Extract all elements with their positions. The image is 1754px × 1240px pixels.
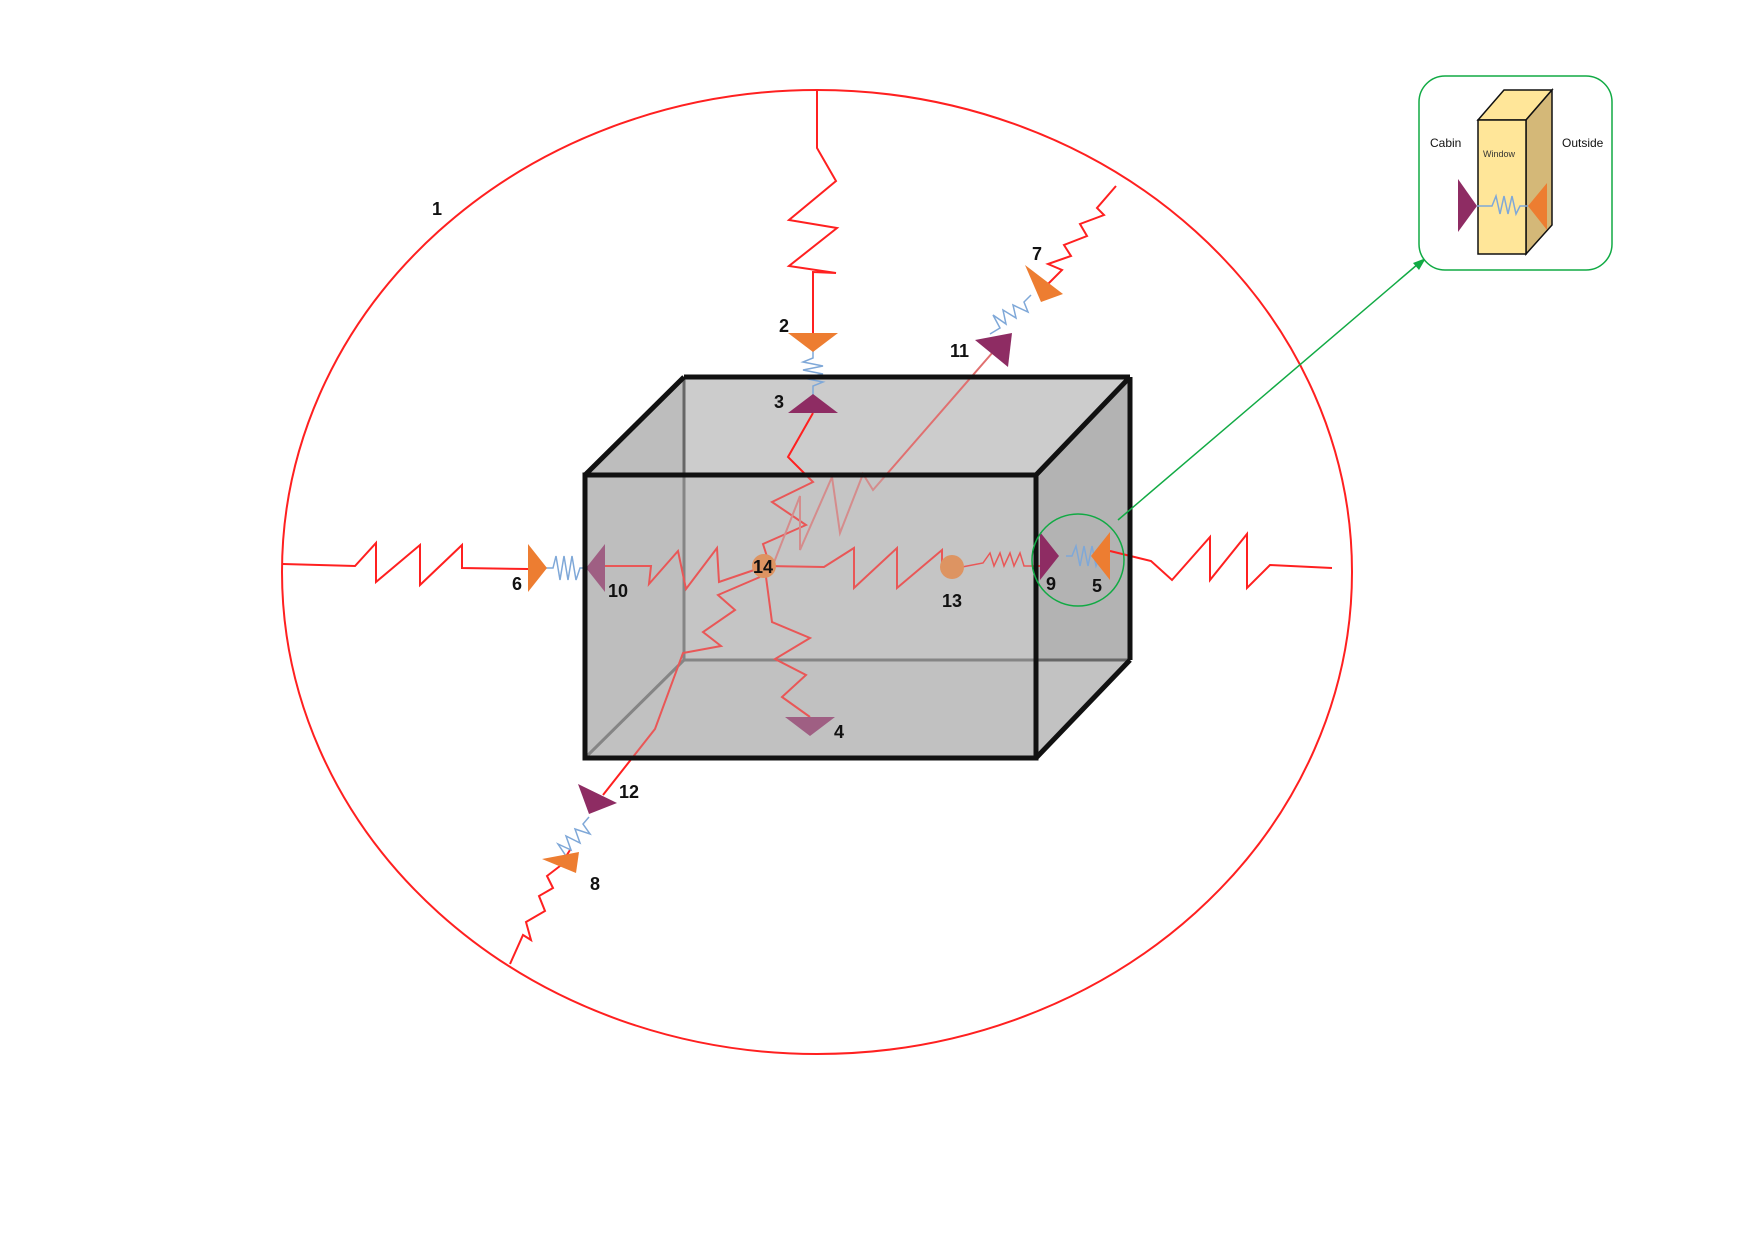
cabin-edge xyxy=(1034,375,1132,477)
label-node-11: 11 xyxy=(950,341,969,361)
callout-arrow-line xyxy=(1117,263,1419,521)
resistor-13-9 xyxy=(961,550,1040,569)
resistor-14-4 xyxy=(765,576,813,718)
cabin-front-outline xyxy=(582,472,1039,761)
node-8-marker xyxy=(542,852,579,873)
label-node-10: 10 xyxy=(608,581,628,601)
contact-springs xyxy=(546,294,1101,863)
window-side-face xyxy=(1525,87,1553,256)
resistor-upper-right-outer xyxy=(1045,185,1117,286)
node-14-marker xyxy=(752,554,776,578)
label-node-8: 8 xyxy=(590,874,600,894)
window-callout xyxy=(1031,258,1426,607)
inset-spring xyxy=(1477,193,1528,217)
resistor-network xyxy=(282,91,1333,965)
resistor-10-14 xyxy=(599,545,761,592)
label-node-4: 4 xyxy=(834,722,844,742)
inset-cabin-label: Cabin xyxy=(1430,136,1461,150)
label-node-1: 1 xyxy=(432,199,442,219)
cabin-box xyxy=(583,377,1130,760)
node-11-marker xyxy=(975,333,1012,367)
spring-2-3 xyxy=(800,348,826,396)
cabin-left-face xyxy=(585,377,684,758)
resistor-left-outer xyxy=(282,540,529,588)
resistor-lower-left-outer xyxy=(509,849,571,965)
label-node-5: 5 xyxy=(1092,576,1102,596)
resistor-14-13 xyxy=(765,545,943,591)
cabin-edge xyxy=(1034,658,1132,760)
node-5-marker xyxy=(1091,532,1110,580)
inset-outside-node xyxy=(1528,183,1547,230)
resistor-14-11 xyxy=(772,351,994,566)
cabin-bottom-face xyxy=(585,660,1130,758)
cabin-outline xyxy=(582,374,1133,761)
window-inset: Window Cabin Outside xyxy=(1418,75,1613,271)
node-9-marker xyxy=(1040,532,1059,580)
cabin-top-face xyxy=(585,377,1130,475)
label-node-7: 7 xyxy=(1032,244,1042,264)
inset-outside-label: Outside xyxy=(1562,136,1604,150)
spring-6-10 xyxy=(546,555,586,581)
cabin-hidden-edge xyxy=(583,658,686,760)
cabin-front-face xyxy=(585,475,1036,758)
label-node-2: 2 xyxy=(779,316,789,336)
spring-7-11 xyxy=(989,294,1032,335)
resistor-3-14 xyxy=(761,412,815,567)
node-7-marker xyxy=(1025,265,1063,302)
node-4-marker xyxy=(785,717,835,736)
label-node-13: 13 xyxy=(942,591,962,611)
label-node-9: 9 xyxy=(1046,574,1056,594)
label-node-14: 14 xyxy=(753,557,773,577)
node-labels: 1 2 3 4 5 6 7 8 9 10 11 12 13 14 xyxy=(432,199,1102,894)
node-6-marker xyxy=(528,544,547,592)
inset-cabin-node xyxy=(1458,179,1477,232)
node-12-marker xyxy=(578,784,617,814)
resistor-right-outer xyxy=(1109,531,1333,591)
node-2-marker xyxy=(788,333,838,352)
callout-circle xyxy=(1031,513,1125,607)
environment-boundary xyxy=(281,89,1353,1055)
cabin-edge xyxy=(583,375,686,477)
node-3-marker xyxy=(788,394,838,413)
node-10-marker xyxy=(586,544,605,592)
resistor-14-12 xyxy=(602,576,761,796)
inset-window-label: Window xyxy=(1483,149,1516,159)
label-node-6: 6 xyxy=(512,574,522,594)
spring-12-8 xyxy=(555,816,592,863)
surface-nodes xyxy=(528,265,1110,873)
node-13-marker xyxy=(940,555,964,579)
label-node-3: 3 xyxy=(774,392,784,412)
window-front-face xyxy=(1477,119,1527,255)
label-node-12: 12 xyxy=(619,782,639,802)
resistor-top-outer xyxy=(786,91,840,333)
callout-arrowhead xyxy=(1413,258,1426,270)
